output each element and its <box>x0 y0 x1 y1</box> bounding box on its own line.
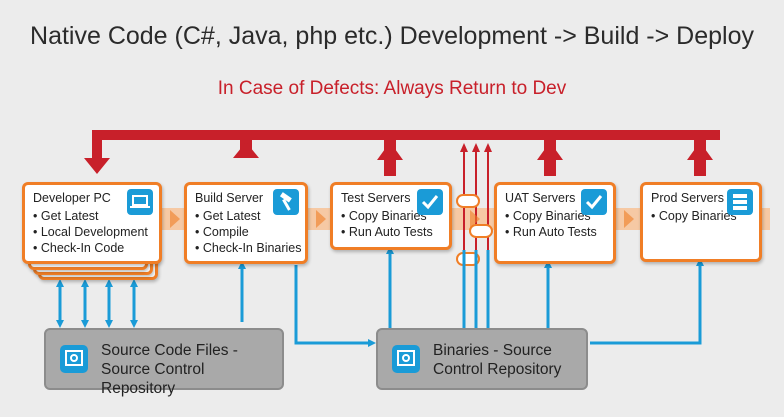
stage-items: Copy Binaries Run Auto Tests <box>341 208 433 240</box>
stage-title: Prod Servers <box>651 191 724 205</box>
laptop-icon <box>127 189 153 215</box>
stage-title: Developer PC <box>33 191 111 205</box>
safe-icon <box>60 345 88 373</box>
stage-item: Copy Binaries <box>651 208 737 224</box>
stage-uat-servers: UAT Servers Copy Binaries Run Auto Tests <box>494 182 616 264</box>
stage-test-servers: Test Servers Copy Binaries Run Auto Test… <box>330 182 452 250</box>
stage-title: Test Servers <box>341 191 411 205</box>
stage-developer-pc: Developer PC Get Latest Local Developmen… <box>22 182 162 264</box>
stage-items: Get Latest Local Development Check-In Co… <box>33 208 148 256</box>
stage-prod-servers: Prod Servers Copy Binaries <box>640 182 762 262</box>
hammer-icon <box>273 189 299 215</box>
subtitle: In Case of Defects: Always Return to Dev <box>217 78 567 99</box>
stage-item: Get Latest <box>195 208 302 224</box>
repo-line: Source Control Repository <box>101 361 205 397</box>
stage-title: Build Server <box>195 191 264 205</box>
return-arrow <box>84 130 720 176</box>
stage-items: Get Latest Compile Check-In Binaries <box>195 208 302 256</box>
repo-line: Control Repository <box>433 361 562 378</box>
server-icon <box>727 189 753 215</box>
stage-build-server: Build Server Get Latest Compile Check-In… <box>184 182 308 264</box>
safe-icon <box>392 345 420 373</box>
stage-items: Copy Binaries Run Auto Tests <box>505 208 597 240</box>
stage-title: UAT Servers <box>505 191 576 205</box>
stage-item: Compile <box>195 224 302 240</box>
stage-item: Check-In Binaries <box>195 240 302 256</box>
stage-items: Copy Binaries <box>651 208 737 224</box>
page-title: Native Code (C#, Java, php etc.) Develop… <box>30 22 754 50</box>
source-code-repository: Source Code Files - Source Control Repos… <box>44 328 284 397</box>
repo-line: Binaries - Source <box>433 342 552 359</box>
blue-flow-arrows <box>56 246 704 347</box>
checkmark-icon <box>417 189 443 215</box>
stage-item: Run Auto Tests <box>341 224 433 240</box>
stage-item: Get Latest <box>33 208 148 224</box>
stage-item: Copy Binaries <box>505 208 597 224</box>
gate-connectors <box>456 194 493 266</box>
binaries-repository: Binaries - Source Control Repository <box>376 328 588 390</box>
stage-item: Copy Binaries <box>341 208 433 224</box>
stage-item: Check-In Code <box>33 240 148 256</box>
stage-item: Run Auto Tests <box>505 224 597 240</box>
checkmark-icon <box>581 189 607 215</box>
repo-line: Source Code Files - <box>101 342 238 359</box>
stage-item: Local Development <box>33 224 148 240</box>
